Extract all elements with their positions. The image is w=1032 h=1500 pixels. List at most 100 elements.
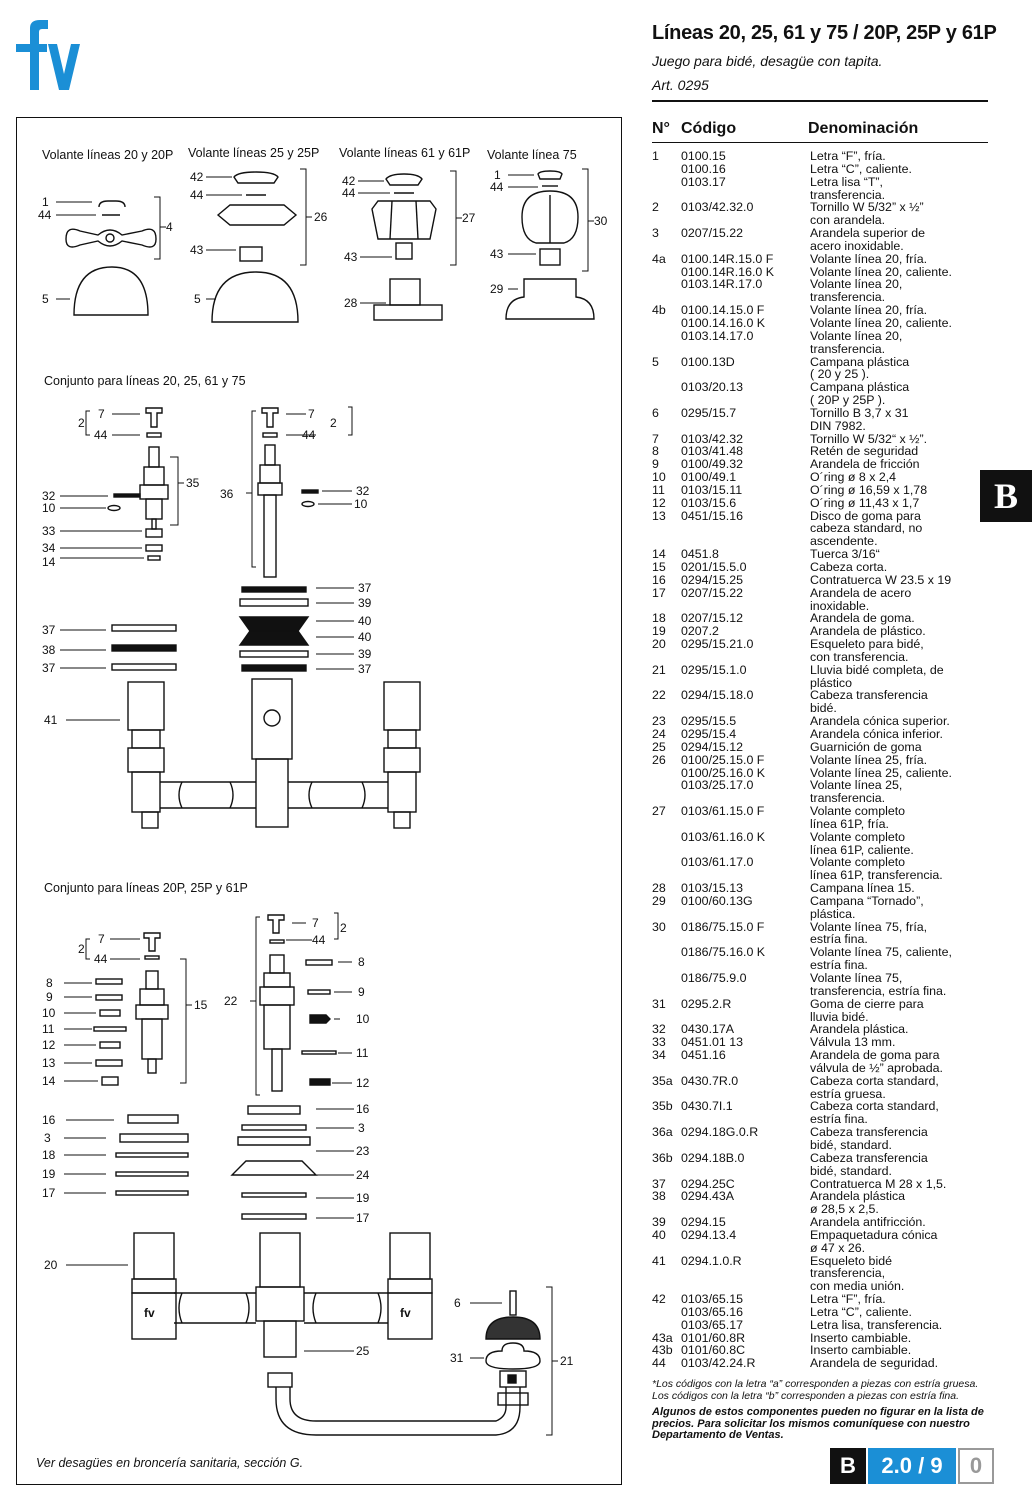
table-row: línea 61P, transferencia.: [652, 869, 997, 882]
svg-text:43: 43: [490, 247, 504, 261]
svg-text:7: 7: [308, 407, 315, 421]
part-number: 33: [652, 1035, 666, 1050]
part-description: ø 47 x 26.: [810, 1240, 866, 1255]
svg-text:19: 19: [356, 1191, 370, 1205]
part-number: [652, 368, 681, 381]
part-number: 4b: [652, 303, 666, 318]
page-number: 2.0 / 9: [868, 1448, 956, 1484]
part-code: [681, 420, 810, 433]
part-description: Arandela superior de: [810, 226, 926, 241]
part-code: 0100/25.15.0 F: [681, 752, 765, 767]
part-description: Volante línea 20, caliente.: [810, 264, 952, 279]
part-number: [652, 844, 681, 857]
part-number: 37: [652, 1176, 666, 1191]
part-number: [652, 381, 681, 394]
part-code: 0430.7I.1: [681, 1099, 733, 1114]
part-code: 0207/15.22: [681, 226, 744, 241]
part-number: [652, 959, 681, 972]
svg-text:9: 9: [46, 990, 53, 1004]
part-number: 1: [652, 149, 659, 163]
page-section: B: [830, 1448, 866, 1484]
table-row: transferencia.: [652, 291, 997, 304]
label-set2: Conjunto para líneas 20P, 25P y 61P: [44, 881, 248, 895]
svg-text:21: 21: [560, 1354, 574, 1368]
part-number: 40: [652, 1227, 666, 1242]
part-description: plástico: [810, 675, 853, 690]
part-code: 0100.14R.16.0 K: [681, 264, 775, 279]
part-code: 0201/15.5.0: [681, 560, 747, 574]
part-description: Volante línea 20, caliente.: [810, 315, 952, 330]
part-description: Volante línea 75, caliente,: [810, 945, 952, 960]
part-number: [652, 831, 681, 844]
part-description: ( 20 y 25 ).: [810, 367, 870, 382]
part-number: [652, 1306, 681, 1319]
part-code: [681, 522, 810, 535]
part-description: Arandela de goma.: [810, 611, 915, 626]
article-number: Art. 0295: [652, 77, 709, 93]
svg-text:42: 42: [190, 170, 204, 184]
part-number: [652, 330, 681, 343]
table-row: inoxidable.: [652, 599, 997, 613]
part-description: Inserto cambiable.: [810, 1343, 912, 1358]
part-number: 14: [652, 547, 666, 562]
part-number: [652, 1267, 681, 1280]
table-row: bidé.: [652, 702, 997, 715]
exploded-parts-diagram: Volante líneas 20 y 20P Volante líneas 2…: [38, 146, 608, 1436]
table-row: plástico: [652, 675, 997, 690]
svg-text:26: 26: [314, 210, 328, 224]
part-description: estría fina.: [810, 1112, 868, 1127]
page-revision: 0: [958, 1448, 994, 1484]
part-number: 3: [652, 226, 659, 241]
part-code: 0295/15.4: [681, 726, 737, 741]
part-number: 39: [652, 1215, 666, 1230]
part-code: 0186/75.16.0 K: [681, 945, 766, 960]
svg-text:17: 17: [42, 1186, 56, 1200]
part-description: bidé, standard.: [810, 1163, 892, 1178]
svg-text:44: 44: [342, 186, 356, 200]
part-number: 27: [652, 804, 666, 819]
part-number: 36a: [652, 1125, 673, 1140]
svg-text:2: 2: [78, 942, 85, 956]
part-number: 36b: [652, 1150, 673, 1165]
svg-text:10: 10: [42, 501, 56, 515]
part-number: 42: [652, 1292, 666, 1307]
bidet-body-41: [127, 678, 421, 829]
part-code: 0294/15.25: [681, 572, 744, 587]
part-number: 24: [652, 726, 666, 741]
diagram-frame: [16, 117, 622, 1485]
svg-text:43: 43: [344, 250, 358, 264]
svg-text:14: 14: [42, 1074, 56, 1088]
fv-logo: [16, 20, 80, 90]
svg-text:33: 33: [42, 524, 56, 538]
part-code: 0451/15.16: [681, 508, 744, 523]
part-number: 15: [652, 560, 666, 574]
part-description: Volante línea 25,: [810, 778, 903, 793]
svg-text:2: 2: [78, 416, 85, 430]
label-v20: Volante líneas 20 y 20P: [42, 148, 173, 162]
part-description: Volante línea 25, caliente.: [810, 765, 952, 780]
table-row: estría fina.: [652, 959, 997, 972]
part-code: [681, 908, 810, 921]
part-number: [652, 1242, 681, 1255]
svg-text:30: 30: [594, 214, 608, 228]
part-description: lluvia bidé.: [810, 1009, 869, 1024]
part-description: estría fina.: [810, 958, 868, 973]
part-description: Arandela de plástico.: [810, 624, 926, 639]
svg-text:2: 2: [330, 416, 337, 430]
svg-text:38: 38: [42, 643, 56, 657]
part-description: transferencia.: [810, 290, 886, 305]
part-code: [681, 1139, 810, 1152]
